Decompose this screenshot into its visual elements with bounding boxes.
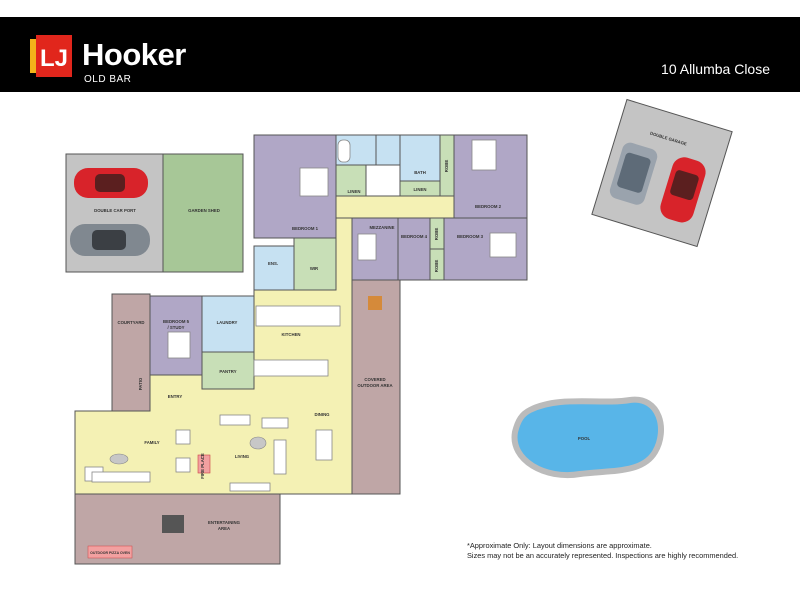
property-address: 10 Allumba Close (661, 61, 770, 77)
lj-logo-icon: LJ (30, 35, 72, 77)
pool (511, 396, 664, 479)
label-kitchen: KITCHEN (281, 332, 300, 337)
label-pantry: PANTRY (219, 369, 236, 374)
brand-subtitle: OLD BAR (84, 74, 132, 85)
label-entertaining: ENTERTAINING (208, 520, 241, 525)
label-robe-2: ROBE (434, 228, 439, 241)
label-bath: BATH (414, 170, 426, 175)
room-labels: DOUBLE CAR PORT GARDEN SHED BEDROOM 1 LI… (90, 131, 687, 555)
label-dining: DINING (314, 412, 330, 417)
label-linen-1: LINEN (348, 189, 361, 194)
disclaimer: *Approximate Only: Layout dimensions are… (467, 541, 738, 561)
brand-name: Hooker (82, 37, 186, 72)
label-bedroom-3: BEDROOM 3 (457, 234, 484, 239)
label-wir: WIR (310, 266, 319, 271)
label-outdoor-area: OUTDOOR AREA (357, 383, 392, 388)
label-bedroom-2: BEDROOM 2 (475, 204, 502, 209)
service-rooms (201, 134, 455, 390)
label-patio: PATIO (138, 377, 143, 390)
label-pool: POOL (578, 436, 591, 441)
label-pizza-oven: OUTDOOR PIZZA OVEN (90, 551, 130, 555)
label-family: FAMILY (144, 440, 159, 445)
label-entertaining-area: AREA (218, 526, 230, 531)
header-bar: LJ Hooker OLD BAR 10 Allumba Close (0, 17, 800, 92)
label-covered: COVERED (364, 377, 385, 382)
label-bedroom-5: BEDROOM 5 (163, 319, 190, 324)
disclaimer-line-2: Sizes may not be an accurately represent… (467, 551, 739, 560)
furniture (84, 139, 517, 533)
label-mezzanine: MEZZANINE (369, 225, 394, 230)
double-garage (591, 98, 733, 248)
label-linen-2: LINEN (414, 187, 427, 192)
label-bedroom-4: BEDROOM 4 (401, 234, 428, 239)
bedrooms (149, 134, 528, 376)
label-double-car-port: DOUBLE CAR PORT (94, 208, 136, 213)
label-study: / STUDY (168, 325, 185, 330)
label-entry: ENTRY (168, 394, 183, 399)
label-fire-place: FIRE PLACE (200, 453, 205, 479)
label-ens: ENS. (268, 261, 278, 266)
label-robe-1: ROBE (444, 160, 449, 173)
carport-cars (70, 168, 150, 256)
label-courtyard: COURTYARD (117, 320, 144, 325)
label-laundry: LAUNDRY (217, 320, 238, 325)
label-bedroom-1: BEDROOM 1 (292, 226, 319, 231)
label-living: LIVING (235, 454, 250, 459)
label-robe-3: ROBE (434, 260, 439, 273)
disclaimer-line-1: *Approximate Only: Layout dimensions are… (467, 541, 652, 550)
lj-logo-text: LJ (40, 45, 68, 72)
label-garden-shed: GARDEN SHED (188, 208, 220, 213)
